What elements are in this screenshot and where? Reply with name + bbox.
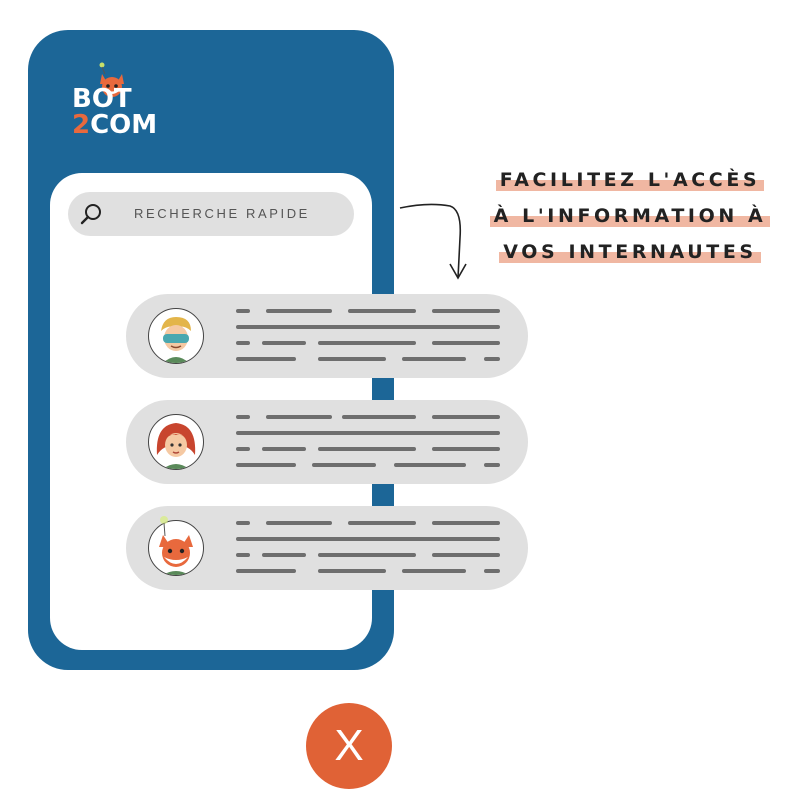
logo-text-2com: 2COM bbox=[72, 112, 157, 138]
red-haired-girl-avatar bbox=[148, 414, 204, 470]
blond-boy-avatar bbox=[148, 308, 204, 364]
chat-card[interactable] bbox=[126, 400, 528, 484]
chat-card[interactable] bbox=[126, 506, 528, 590]
logo-text-bot: BOT bbox=[72, 84, 132, 114]
chat-card[interactable] bbox=[126, 294, 528, 378]
close-icon: X bbox=[334, 721, 364, 770]
message-text-lines bbox=[236, 521, 500, 573]
search-bar[interactable]: RECHERCHE RAPIDE bbox=[68, 192, 354, 236]
close-button[interactable]: X bbox=[306, 703, 392, 789]
bot2com-logo: BOT 2COM bbox=[72, 62, 172, 142]
fox-icon bbox=[99, 62, 124, 97]
antenna-icon bbox=[160, 516, 168, 537]
headline-line-1: FACILITEZ L'ACCÈS bbox=[495, 169, 765, 191]
headline-line-2: À L'INFORMATION À bbox=[489, 205, 771, 227]
headline: FACILITEZ L'ACCÈS À L'INFORMATION À VOS … bbox=[480, 165, 780, 273]
logo-text-com: COM bbox=[90, 110, 158, 140]
headline-line-3: VOS INTERNAUTES bbox=[499, 241, 761, 263]
curved-arrow-icon bbox=[399, 203, 467, 280]
search-icon bbox=[80, 204, 101, 225]
logo-text-2: 2 bbox=[72, 110, 91, 140]
search-label: RECHERCHE RAPIDE bbox=[134, 206, 310, 221]
fox-avatar bbox=[148, 520, 204, 576]
message-text-lines bbox=[236, 309, 500, 361]
message-text-lines bbox=[236, 415, 500, 467]
